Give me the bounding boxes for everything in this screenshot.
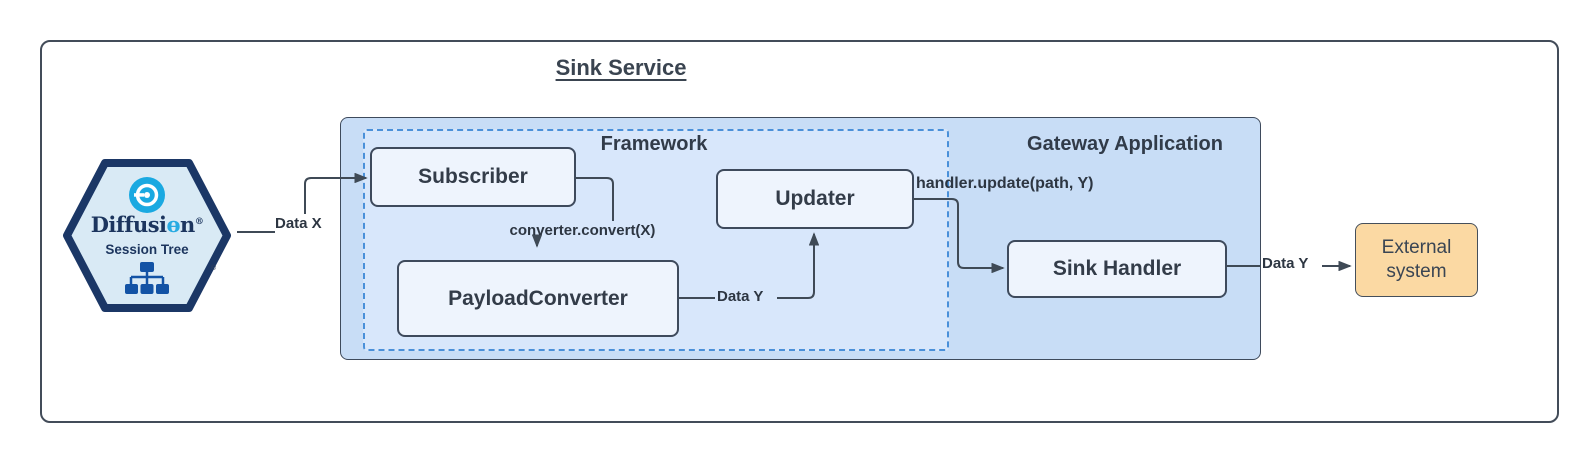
node-sink-handler: Sink Handler — [1007, 240, 1227, 298]
external-system-line2: system — [1386, 261, 1447, 282]
brand-suffix: n — [180, 212, 195, 237]
node-subscriber: Subscriber — [370, 147, 576, 207]
edge-label-data-x: Data X — [275, 215, 322, 232]
edge-label-converter-convert: converter.convert(X) — [509, 222, 656, 239]
edge-label-data-y-internal: Data Y — [717, 288, 764, 305]
edge-label-data-y-external: Data Y — [1262, 255, 1309, 272]
node-sink-handler-label: Sink Handler — [1052, 257, 1182, 280]
gateway-application-label: Gateway Application — [1027, 133, 1223, 155]
node-payload-converter-label: PayloadConverter — [448, 286, 628, 310]
brand-stylized-o: ɵ — [166, 212, 181, 237]
brand-prefix: Diffusi — [90, 212, 167, 237]
node-external-system: External system — [1355, 223, 1478, 297]
diffusion-session-tree-badge: Diffusiɵn® Session Tree — [62, 158, 232, 313]
node-updater: Updater — [716, 169, 914, 229]
node-payload-converter: PayloadConverter — [397, 260, 679, 337]
edge-label-handler-update: handler.update(path, Y) — [916, 175, 1094, 192]
external-system-line1: External — [1381, 237, 1452, 259]
node-subscriber-label: Subscriber — [418, 165, 528, 188]
framework-label: Framework — [600, 133, 708, 155]
hexagon-shape — [63, 159, 231, 312]
page-title: Sink Service — [555, 55, 687, 80]
node-updater-label: Updater — [775, 187, 855, 210]
session-tree-label: Session Tree — [105, 242, 189, 257]
diffusion-logo-icon — [129, 177, 165, 213]
session-tree-icon — [125, 262, 169, 294]
badge-registered-mark: ® — [211, 265, 217, 272]
registered-mark: ® — [194, 217, 204, 227]
diffusion-wordmark: Diffusiɵn® — [62, 212, 232, 237]
